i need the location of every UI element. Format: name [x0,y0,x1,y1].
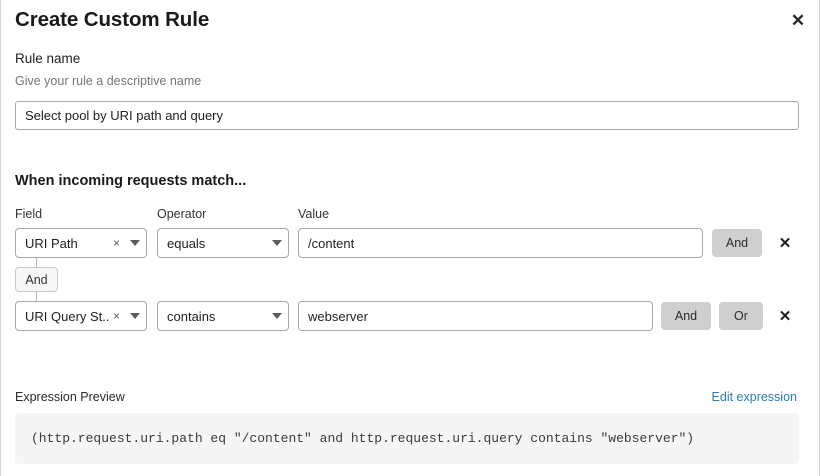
group-logic-connector[interactable]: And [15,267,58,292]
group-connector-line-top [36,258,37,267]
rule-name-help-text: Give your rule a descriptive name [15,74,202,88]
delete-condition-icon-1[interactable]: ✕ [776,228,794,258]
field-select-2[interactable]: URI Query St... × [15,301,147,331]
value-input-2[interactable] [298,301,653,331]
field-select-1-value: URI Path [25,235,78,251]
and-button-1[interactable]: And [712,229,762,257]
column-header-value: Value [298,207,330,221]
condition-row: URI Query St... × contains And Or ✕ [1,301,820,331]
column-header-field: Field [15,207,43,221]
or-button-2[interactable]: Or [719,302,763,330]
edit-expression-link[interactable]: Edit expression [711,390,797,404]
match-section-heading: When incoming requests match... [15,173,247,189]
chevron-down-icon[interactable] [124,240,146,246]
chevron-down-icon[interactable] [266,313,288,319]
operator-select-2-value: contains [167,308,216,324]
operator-select-1-value: equals [167,235,206,251]
value-input-1[interactable] [298,228,703,258]
rule-name-input[interactable] [15,101,799,130]
expression-preview-box: (http.request.uri.path eq "/content" and… [15,413,799,464]
close-icon[interactable]: ✕ [785,7,811,33]
field-select-1[interactable]: URI Path × [15,228,147,258]
rule-name-label: Rule name [15,51,81,66]
expression-preview-code: (http.request.uri.path eq "/content" and… [31,431,695,446]
operator-select-2[interactable]: contains [157,301,289,331]
dialog-title: Create Custom Rule [15,8,210,31]
column-header-operator: Operator [157,207,207,221]
operator-select-1[interactable]: equals [157,228,289,258]
and-button-2[interactable]: And [661,302,711,330]
clear-icon[interactable]: × [112,236,120,250]
field-select-2-value: URI Query St... [25,308,109,324]
group-connector-line-bottom [36,292,37,301]
chevron-down-icon[interactable] [124,313,146,319]
clear-icon[interactable]: × [112,309,120,323]
expression-preview-label: Expression Preview [15,390,125,404]
delete-condition-icon-2[interactable]: ✕ [776,301,794,331]
chevron-down-icon[interactable] [266,240,288,246]
condition-row: URI Path × equals And ✕ [1,228,820,258]
